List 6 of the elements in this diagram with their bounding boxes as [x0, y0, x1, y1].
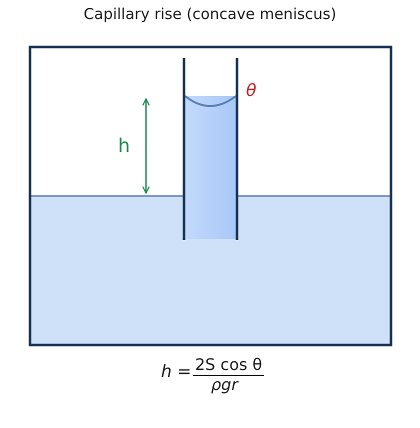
title: Capillary rise (concave meniscus): [82, 7, 338, 22]
angle-label: θ: [246, 83, 256, 100]
formula-denominator: ρgr: [211, 377, 238, 393]
formula-numerator: 2S cos θ: [193, 357, 264, 376]
formula-lhs: h =: [161, 364, 192, 381]
height-label: h: [118, 137, 130, 156]
